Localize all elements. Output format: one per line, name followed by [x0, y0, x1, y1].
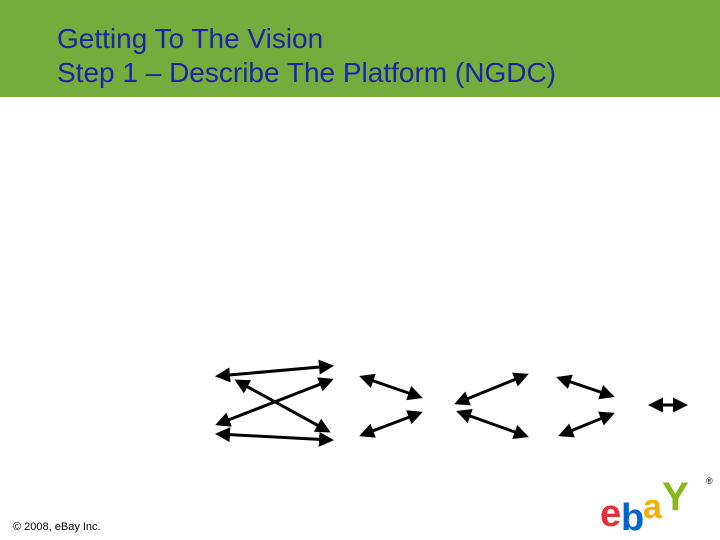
double-headed-arrow-icon: [359, 410, 423, 438]
double-headed-arrow-icon: [556, 374, 615, 400]
slide-title: Getting To The Vision Step 1 – Describe …: [57, 22, 556, 90]
svg-text:a: a: [643, 488, 663, 526]
title-line-1: Getting To The Vision: [57, 23, 324, 54]
svg-text:e: e: [600, 493, 621, 535]
svg-text:Y: Y: [662, 475, 689, 519]
copyright-notice: © 2008, eBay Inc.: [13, 521, 101, 533]
header-band: [0, 0, 720, 97]
double-headed-arrow-icon: [359, 373, 423, 401]
ebay-logo: e b a Y ®: [600, 475, 713, 538]
double-headed-arrow-icon: [456, 408, 529, 440]
registered-mark: ®: [706, 476, 713, 486]
svg-text:b: b: [621, 497, 644, 538]
double-headed-arrow-icon: [215, 359, 334, 383]
double-headed-arrow-icon: [454, 372, 529, 406]
double-headed-arrow-icon: [558, 411, 615, 438]
double-headed-arrow-icon: [234, 379, 331, 433]
double-headed-arrow-icon: [215, 427, 334, 447]
title-line-2: Step 1 – Describe The Platform (NGDC): [57, 57, 556, 88]
